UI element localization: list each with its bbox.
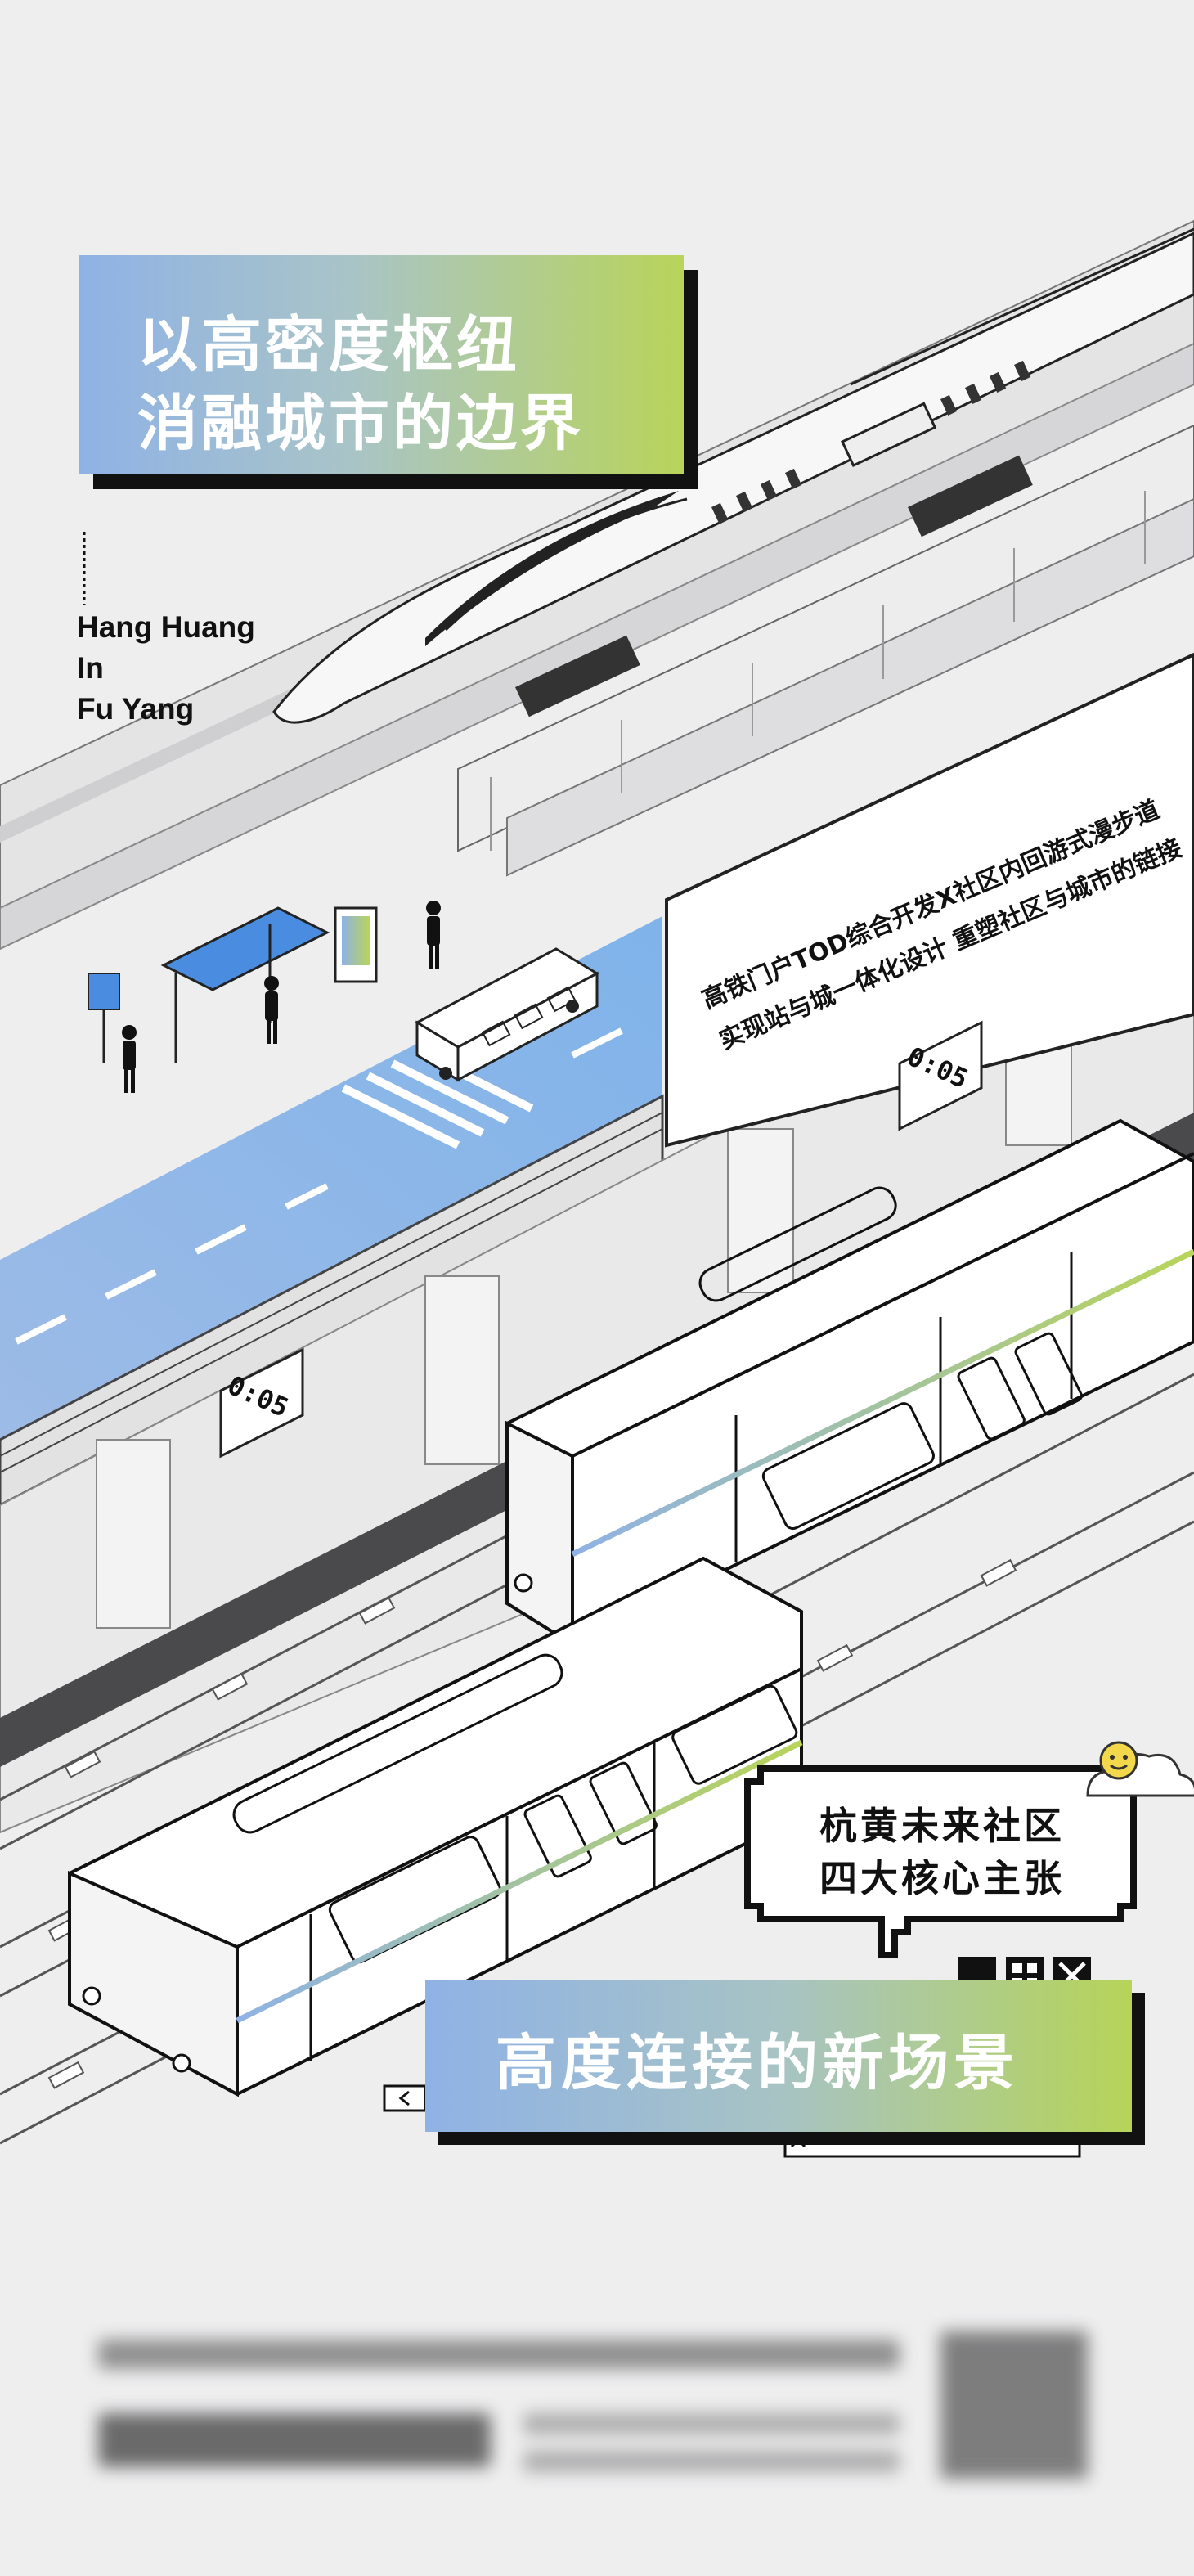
title-line-1: 以高密度枢纽 [137,310,520,380]
billboard [665,652,1194,1148]
clock-sign-lower [219,1347,304,1459]
metro-train-upper [505,1118,1194,1648]
location-label: Hang Huang In Fu Yang [77,610,255,726]
bubble-line-1: 杭黄未来社区 [819,1804,1065,1848]
headline-banner: 高度连接的新场景 [425,1980,1145,2145]
title-line-2: 消融城市的边界 [137,389,584,459]
banner-face: 高度连接的新场景 [425,1980,1132,2132]
bubble-line-2: 四大核心主张 [819,1856,1065,1900]
banner-text: 高度连接的新场景 [496,2028,1019,2098]
title-card-face: 以高密度枢纽 消融城市的边界 [79,255,684,474]
metro-train-lower [68,1556,803,2097]
bus-stop [88,906,378,1063]
dashed-divider [83,532,86,605]
clock-sign-upper [898,1020,983,1131]
smiley-cloud-icon [1086,1741,1194,1797]
bullet-train [272,227,1194,724]
city-bus [414,947,600,1082]
title-card: 以高密度枢纽 消融城市的边界 [79,255,698,489]
